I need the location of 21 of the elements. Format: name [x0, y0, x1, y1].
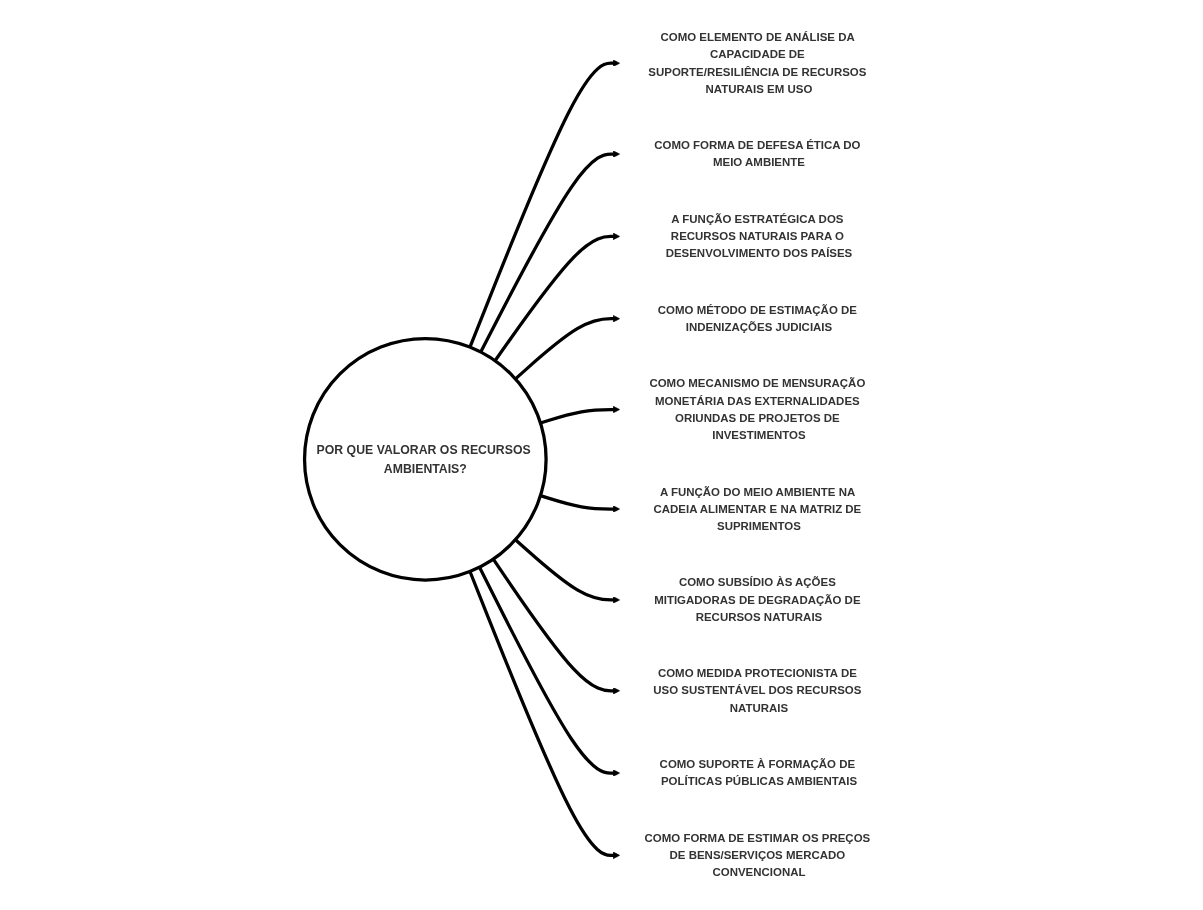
node-text: A FUNÇÃO ESTRATÉGICA DOS RECURSOS NATURAIS PARA O DESENVOLVIMENTO DOS PAÍSES	[665, 212, 853, 260]
node-text: COMO SUBSÍDIO ÀS AÇÕES MITIGADORAS DE DEGRADAÇÃO DE RECURSOS NATURAIS	[654, 575, 861, 624]
arrow	[479, 150, 621, 353]
arrow	[493, 232, 621, 362]
arrow	[468, 59, 621, 348]
node-text: COMO SUPORTE À FORMAÇÃO DE POLÍTICAS PÚBLICAS AMBIENTAIS	[659, 757, 858, 788]
node-text: COMO ELEMENTO DE ANÁLISE DA CAPACIDADE DE SUPORTE/RESILIÊNCIA DE RECURSOS NATURAIS EM USO	[648, 30, 867, 96]
node-circle: POR QUE VALORAR OS RECURSOS AMBIENTAIS?	[303, 336, 548, 582]
arrow	[468, 570, 621, 859]
node-text: A FUNÇÃO DO MEIO AMBIENTE NA CADEIA ALIMENTAR E NA MATRIZ DE SUPRIMENTOS	[653, 484, 862, 533]
node-text: COMO FORMA DE DEFESA ÉTICA DO MEIO AMBIENTE	[654, 138, 861, 169]
arrow	[540, 405, 621, 425]
node-text: COMO MECANISMO DE MENSURAÇÃO MONETÁRIA DAS EXTERNALIDADES ORIUNDAS DE PROJETOS DE INVESTIMENTOS	[649, 376, 866, 442]
node-text: COMO MÉTODO DE ESTIMAÇÃO DE INDENIZAÇÕES JUDICIAIS	[657, 303, 858, 334]
arrow	[514, 538, 621, 604]
arrow	[478, 566, 621, 777]
arrow	[492, 558, 621, 695]
node-text: COMO MEDIDA PROTECIONISTA DE USO SUSTENTÁVEL DOS RECURSOS NATURAIS	[653, 666, 862, 715]
arrow	[514, 315, 621, 381]
node-text: COMO FORMA DE ESTIMAR OS PREÇOS DE BENS/SERVIÇOS MERCADO CONVENCIONAL	[644, 831, 871, 879]
arrow	[540, 494, 621, 513]
